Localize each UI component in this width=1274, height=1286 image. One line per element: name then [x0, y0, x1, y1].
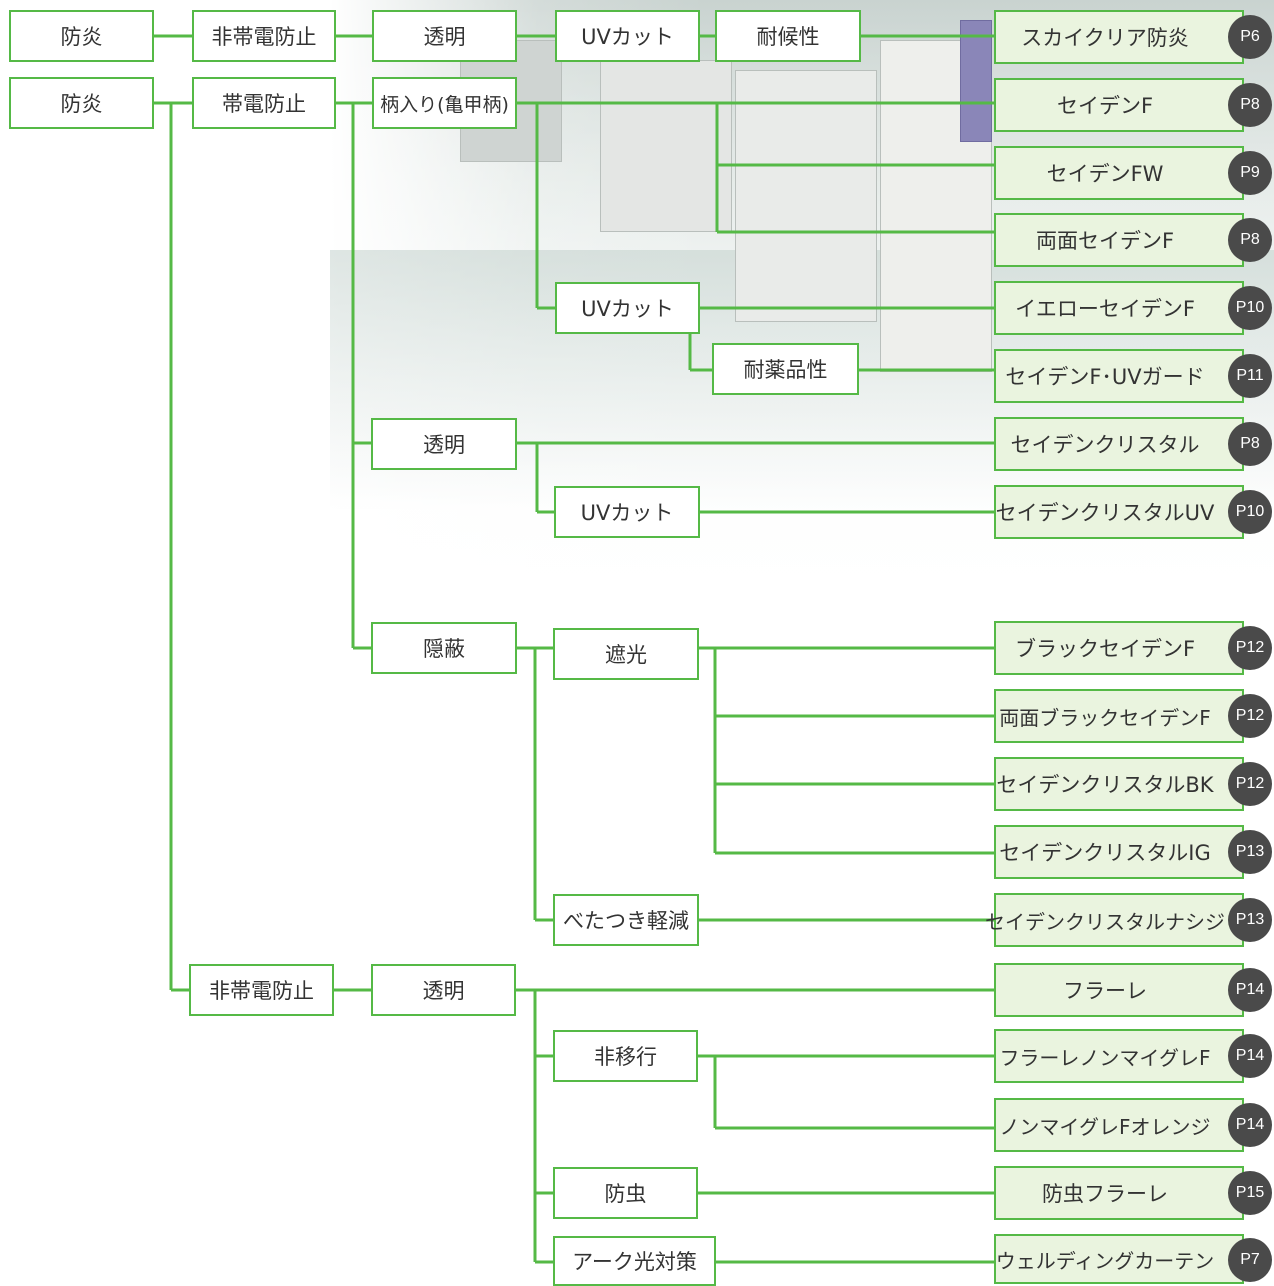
page-badge[interactable]: P11: [1228, 354, 1272, 398]
product-box[interactable]: セイデンF: [994, 78, 1244, 132]
product-box[interactable]: 防虫フラーレ: [994, 1166, 1244, 1220]
page-badge[interactable]: P14: [1228, 968, 1272, 1012]
product-box[interactable]: 両面セイデンF: [994, 213, 1244, 267]
product-box[interactable]: ブラックセイデンF: [994, 621, 1244, 675]
node-taikou: 耐候性: [715, 10, 861, 62]
page-badge[interactable]: P14: [1228, 1034, 1272, 1078]
page-badge[interactable]: P8: [1228, 83, 1272, 127]
node-iten: 非移行: [553, 1030, 698, 1082]
background-machine: [735, 70, 877, 322]
node-arc: アーク光対策: [553, 1236, 716, 1286]
node-bousai: 防炎: [9, 77, 154, 129]
node-taiden: 帯電防止: [192, 77, 336, 129]
page-badge[interactable]: P10: [1228, 490, 1272, 534]
page-badge[interactable]: P13: [1228, 898, 1272, 942]
product-box[interactable]: セイデンクリスタル: [994, 417, 1244, 471]
node-hitaiden: 非帯電防止: [192, 10, 336, 62]
node-toumei: 透明: [371, 964, 516, 1016]
product-box[interactable]: フラーレノンマイグレF: [994, 1029, 1244, 1083]
page-badge[interactable]: P8: [1228, 218, 1272, 262]
page-badge[interactable]: P12: [1228, 626, 1272, 670]
page-badge[interactable]: P8: [1228, 422, 1272, 466]
node-taiyaku: 耐薬品性: [712, 343, 859, 395]
product-box[interactable]: セイデンクリスタルナシジ: [985, 893, 1244, 947]
product-box[interactable]: 両面ブラックセイデンF: [994, 689, 1244, 743]
page-badge[interactable]: P15: [1228, 1171, 1272, 1215]
node-uvcut: UVカット: [555, 282, 700, 334]
node-toumei: 透明: [371, 418, 517, 470]
node-bouchu: 防虫: [553, 1167, 698, 1219]
product-box[interactable]: セイデンクリスタルBK: [994, 757, 1244, 811]
page-badge[interactable]: P10: [1228, 286, 1272, 330]
page-badge[interactable]: P12: [1228, 694, 1272, 738]
node-betatsuki: べたつき軽減: [553, 894, 699, 946]
product-box[interactable]: セイデンFW: [994, 146, 1244, 200]
page-badge[interactable]: P6: [1228, 15, 1272, 59]
product-box[interactable]: セイデンF･UVガード: [994, 349, 1244, 403]
page-badge[interactable]: P7: [1228, 1238, 1272, 1282]
node-hitaiden: 非帯電防止: [189, 964, 334, 1016]
page-badge[interactable]: P9: [1228, 151, 1272, 195]
node-shakou: 遮光: [553, 628, 699, 680]
node-inpei: 隠蔽: [371, 622, 517, 674]
product-box[interactable]: セイデンクリスタルIG: [994, 825, 1244, 879]
product-box[interactable]: セイデンクリスタルUV: [994, 485, 1244, 539]
page-badge[interactable]: P12: [1228, 762, 1272, 806]
product-box[interactable]: ノンマイグレFオレンジ: [994, 1098, 1244, 1152]
product-box[interactable]: スカイクリア防炎: [994, 10, 1244, 64]
page-badge[interactable]: P14: [1228, 1103, 1272, 1147]
product-box[interactable]: フラーレ: [994, 963, 1244, 1017]
page-badge[interactable]: P13: [1228, 830, 1272, 874]
node-bousai: 防炎: [9, 10, 154, 62]
product-box[interactable]: ウェルディングカーテン: [994, 1234, 1244, 1284]
node-uvcut: UVカット: [554, 486, 700, 538]
background-machine: [960, 20, 992, 142]
node-garairi: 柄入り(亀甲柄): [372, 77, 517, 129]
node-toumei: 透明: [372, 10, 517, 62]
node-uvcut: UVカット: [555, 10, 700, 62]
product-box[interactable]: イエローセイデンF: [994, 281, 1244, 335]
